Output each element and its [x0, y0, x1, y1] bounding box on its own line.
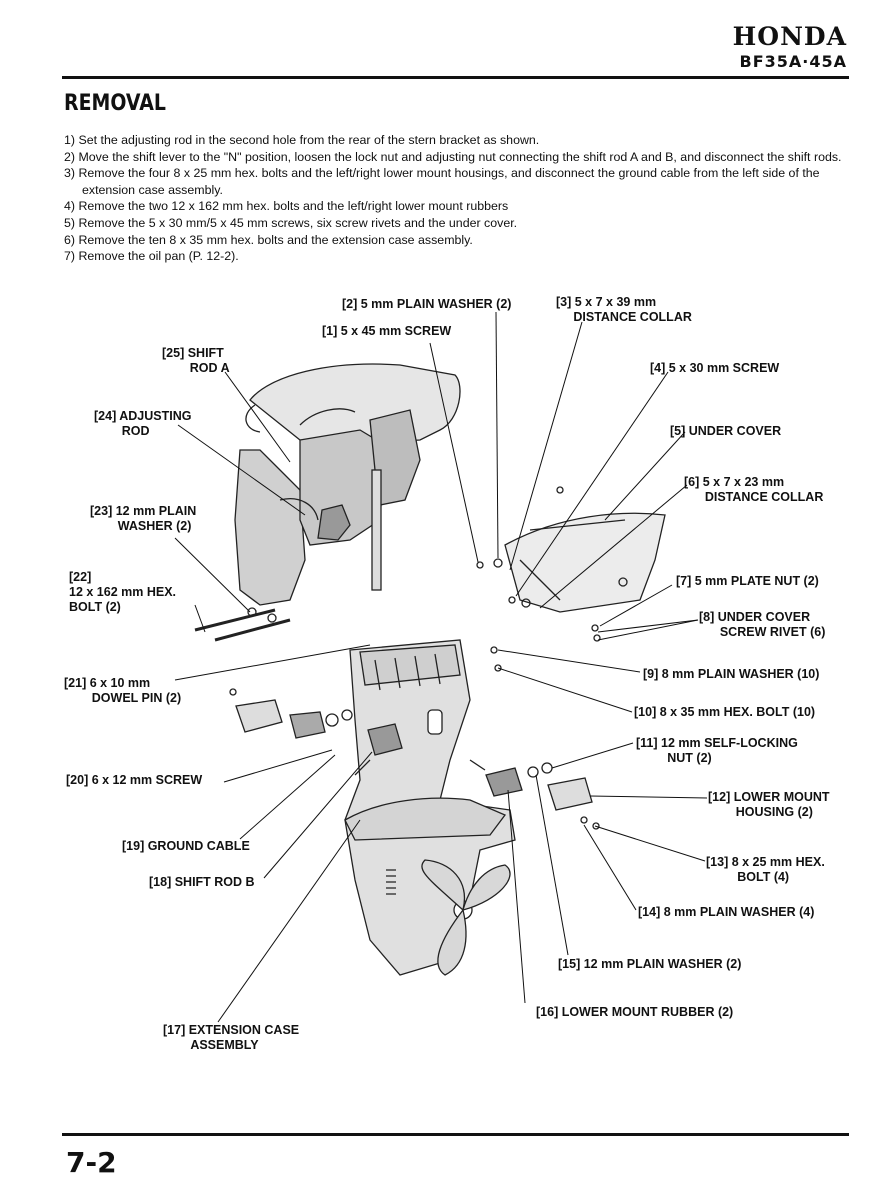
brand-logo: HONDA [732, 22, 847, 51]
callout-3: [3] 5 x 7 x 39 mm DISTANCE COLLAR [556, 295, 692, 324]
callout-17: [17] EXTENSION CASE ASSEMBLY [163, 1023, 300, 1052]
callout-14: [14] 8 mm PLAIN WASHER (4) [638, 905, 815, 919]
long-bolts-drawing [194, 607, 291, 642]
callout-2: [2] 5 mm PLAIN WASHER (2) [342, 297, 512, 311]
callout-4: [4] 5 x 30 mm SCREW [650, 361, 780, 375]
section-title: REMOVAL [64, 91, 166, 116]
callout-22: [22] 12 x 162 mm HEX. BOLT (2) [69, 570, 177, 614]
removal-steps: 1) Set the adjusting rod in the second h… [64, 132, 854, 265]
callout-20: [20] 6 x 12 mm SCREW [66, 773, 203, 787]
callout-23: [23] 12 mm PLAIN WASHER (2) [90, 504, 197, 533]
propeller-drawing [421, 859, 511, 976]
callout-21: [21] 6 x 10 mm DOWEL PIN (2) [64, 676, 182, 705]
callout-7: [7] 5 mm PLATE NUT (2) [676, 574, 819, 588]
extension-case-drawing [344, 639, 516, 976]
model-label: BF35A·45A [739, 52, 847, 71]
step-item: 5) Remove the 5 x 30 mm/5 x 45 mm screws… [64, 215, 518, 230]
footer-rule [62, 1133, 849, 1136]
lower-mount-drawing [235, 699, 600, 830]
engine-oil-pan-drawing [234, 363, 461, 606]
callout-9: [9] 8 mm PLAIN WASHER (10) [643, 667, 820, 681]
callout-8: [8] UNDER COVER SCREW RIVET (6) [699, 610, 826, 639]
header-rule [62, 76, 849, 79]
exploded-diagram: [1] 5 x 45 mm SCREW [2] 5 mm PLAIN WASHE… [0, 290, 893, 1070]
page-number: 7-2 [66, 1146, 117, 1179]
callout-11: [11] 12 mm SELF-LOCKING NUT (2) [636, 736, 798, 765]
step-item: 7) Remove the oil pan (P. 12-2). [64, 249, 239, 264]
step-item: 4) Remove the two 12 x 162 mm hex. bolts… [64, 199, 509, 214]
step-item: 2) Move the shift lever to the "N" posit… [64, 149, 842, 164]
callout-1: [1] 5 x 45 mm SCREW [322, 324, 452, 338]
callout-25: [25] SHIFT ROD A [162, 346, 230, 375]
step-item: 6) Remove the ten 8 x 35 mm hex. bolts a… [64, 232, 473, 247]
callout-18: [18] SHIFT ROD B [149, 875, 255, 889]
callout-12: [12] LOWER MOUNT HOUSING (2) [708, 790, 830, 819]
under-cover-drawing [504, 512, 666, 613]
callout-6: [6] 5 x 7 x 23 mm DISTANCE COLLAR [684, 475, 824, 504]
callout-10: [10] 8 x 35 mm HEX. BOLT (10) [634, 705, 816, 719]
step-item: 1) Set the adjusting rod in the second h… [64, 133, 540, 147]
callout-16: [16] LOWER MOUNT RUBBER (2) [536, 1005, 734, 1019]
callout-24: [24] ADJUSTING ROD [94, 409, 192, 438]
callout-5: [5] UNDER COVER [670, 424, 782, 438]
outboard-illustration [174, 311, 708, 1023]
callout-15: [15] 12 mm PLAIN WASHER (2) [558, 957, 742, 971]
step-item: 3) Remove the four 8 x 25 mm hex. bolts … [64, 166, 820, 197]
callout-19: [19] GROUND CABLE [122, 839, 250, 853]
callout-13: [13] 8 x 25 mm HEX. BOLT (4) [706, 855, 825, 884]
